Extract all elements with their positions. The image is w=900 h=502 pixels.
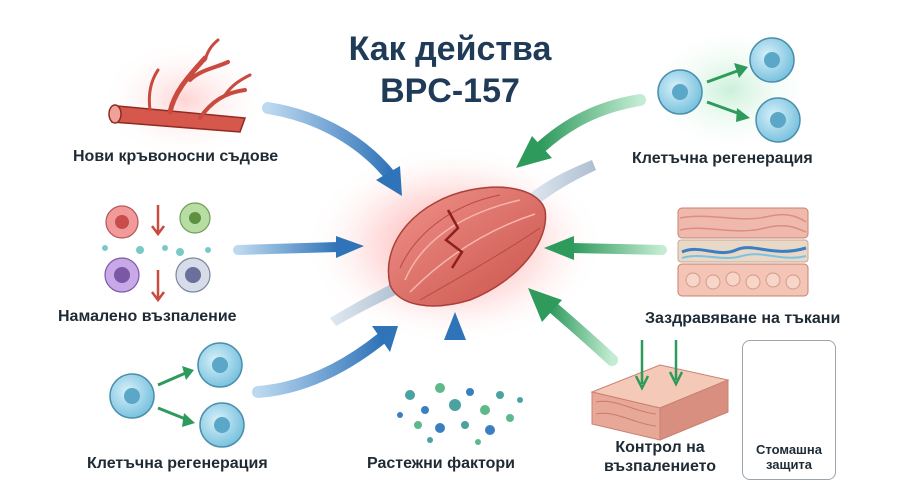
arrow-from-cells-bottom	[252, 326, 398, 398]
title-line-2: BPC-157	[380, 72, 520, 110]
muscle-illustration	[305, 145, 605, 345]
label-inflammation-control: Контрол на възпалението	[595, 438, 725, 476]
arrow-from-inflammation-control	[528, 288, 618, 366]
label-blood-vessels: Нови кръвоносни съдове	[73, 148, 279, 165]
label-inflammation-control-line-2: възпалението	[603, 458, 717, 475]
immune-cells-illustration	[102, 202, 211, 303]
label-inflammation-control-line-1: Контрол на	[615, 439, 705, 456]
stomach-protection-box	[742, 340, 836, 480]
label-stomach-line-2: защита	[765, 457, 813, 472]
arrow-from-inflammation	[233, 236, 364, 258]
arrow-from-blood-vessels	[262, 102, 402, 196]
tissue-layers-illustration	[677, 207, 809, 297]
blood-vessel-illustration	[100, 38, 270, 160]
growth-factors-illustration	[397, 383, 523, 445]
label-stomach-line-1: Стомашна	[756, 442, 822, 457]
stem-cells-illustration-top	[645, 25, 815, 155]
label-cell-regeneration-top: Клетъчна регенерация	[632, 150, 813, 167]
title-line-1: Как действа	[348, 30, 552, 68]
label-growth-factors: Растежни фактори	[367, 455, 515, 472]
page-title: Как действа BPC-157	[300, 28, 600, 112]
stem-cells-illustration-bottom	[109, 342, 245, 448]
arrow-from-tissue-healing	[544, 236, 667, 260]
label-reduced-inflammation: Намалено възпаление	[58, 308, 237, 325]
skin-tissue-illustration	[590, 340, 730, 441]
label-tissue-healing: Заздравяване на тъкани	[645, 310, 841, 327]
label-cell-regeneration-bottom: Клетъчна регенерация	[87, 455, 268, 472]
label-stomach-protection: Стомашна защита	[742, 442, 836, 472]
arrow-from-growth-factors	[444, 312, 466, 377]
arrow-from-cells-top	[516, 94, 646, 168]
